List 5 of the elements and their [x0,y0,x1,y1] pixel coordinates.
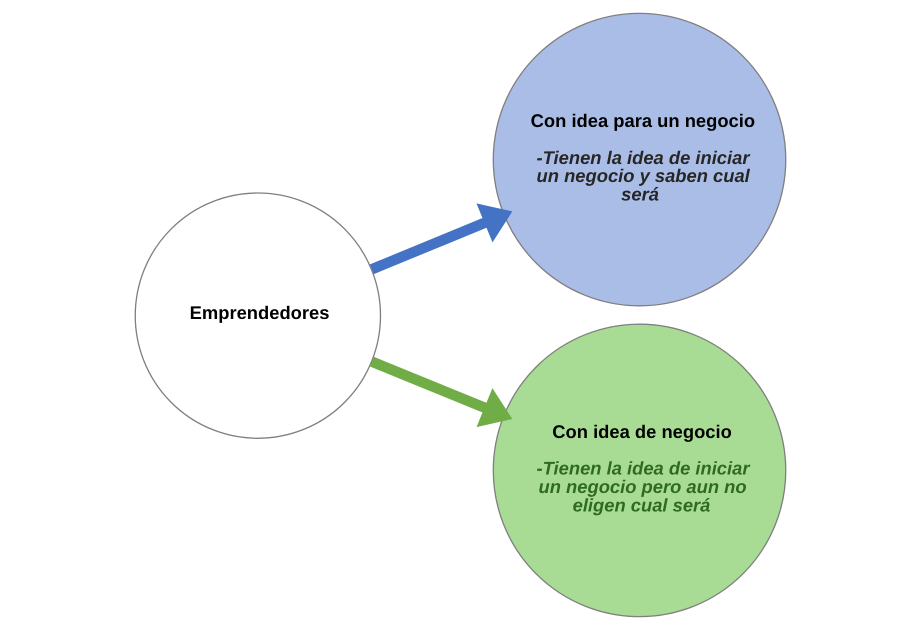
arrow [369,356,512,428]
node-circle: Con idea para un negocio -Tienen la idea de iniciar un negocio y saben cual será [492,12,786,306]
node-circle: Emprendedores [134,192,381,439]
arrow [369,203,512,274]
node-circle: Con idea de negocio -Tienen la idea de iniciar un negocio pero aun no eligen cual será [492,324,786,618]
